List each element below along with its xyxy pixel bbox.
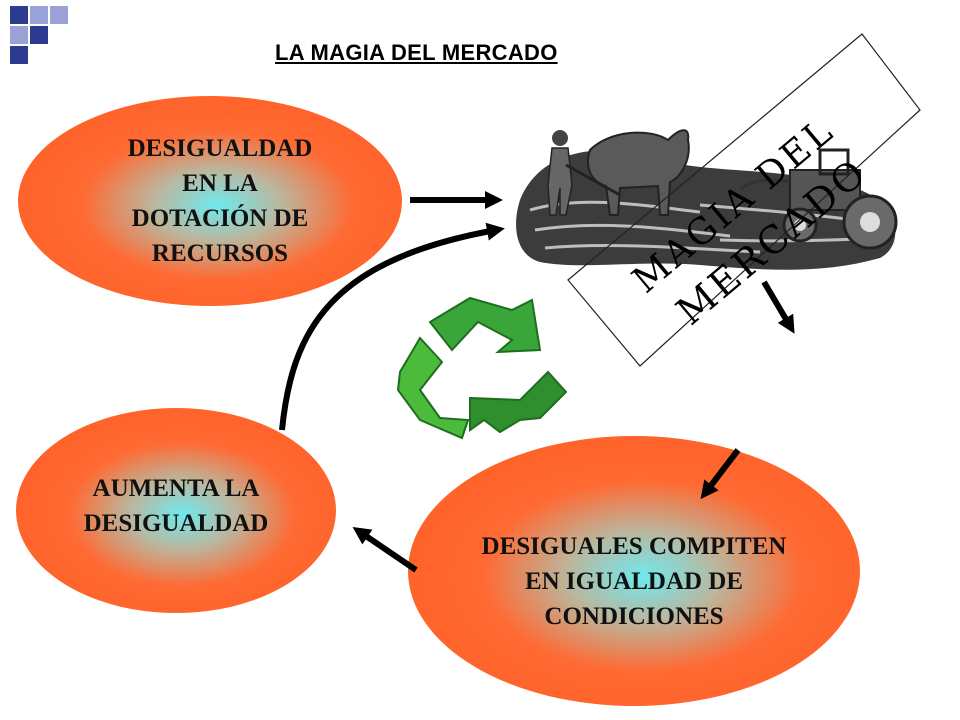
- arrow-to-compiten: [700, 448, 741, 500]
- node-desigualdad-recursos-label: DESIGUALDAD EN LA DOTACIÓN DE RECURSOS: [90, 131, 350, 271]
- label-line: AUMENTA LA: [92, 474, 260, 502]
- label-line: EN LA: [182, 170, 258, 197]
- slide-title: LA MAGIA DEL MERCADO: [275, 40, 558, 65]
- label-line: DESIGUALDAD: [83, 509, 269, 537]
- label-line: CONDICIONES: [544, 602, 724, 630]
- label-line: RECURSOS: [151, 240, 289, 267]
- label-line: DESIGUALES COMPITEN: [481, 532, 787, 560]
- arrow-market-down: [761, 280, 795, 334]
- node-desiguales-compiten-label: DESIGUALES COMPITEN EN IGUALDAD DE CONDI…: [424, 529, 844, 634]
- node-aumenta-desigualdad: AUMENTA LA DESIGUALDAD: [16, 408, 336, 613]
- label-line: EN IGUALDAD DE: [524, 567, 744, 595]
- node-desiguales-compiten: DESIGUALES COMPITEN EN IGUALDAD DE CONDI…: [408, 436, 860, 706]
- recycle-icon: [396, 296, 568, 440]
- farm-illustration-icon: [516, 129, 898, 270]
- node-desigualdad-recursos: DESIGUALDAD EN LA DOTACIÓN DE RECURSOS: [18, 96, 402, 306]
- corner-square-3: [50, 6, 68, 24]
- arrow-feedback-curve: [279, 222, 505, 431]
- corner-square-1: [10, 6, 28, 24]
- corner-square-5: [30, 26, 48, 44]
- corner-square-6: [10, 46, 28, 64]
- magia-banner-box: [567, 33, 921, 367]
- arrow-to-aumenta: [352, 526, 418, 573]
- corner-square-4: [10, 26, 28, 44]
- label-line: DOTACIÓN DE: [131, 205, 309, 232]
- label-line: DESIGUALDAD: [127, 135, 313, 162]
- corner-square-2: [30, 6, 48, 24]
- node-aumenta-desigualdad-label: AUMENTA LA DESIGUALDAD: [46, 471, 306, 541]
